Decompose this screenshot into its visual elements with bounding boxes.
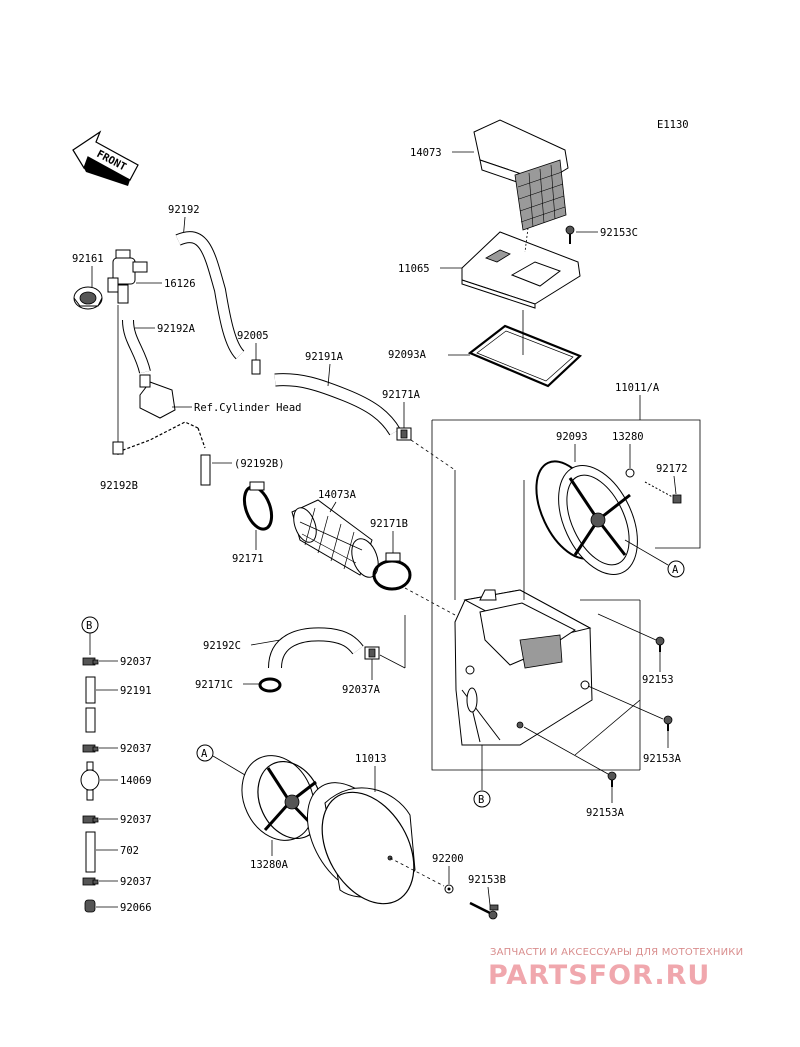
part-92171c-clip	[258, 677, 282, 693]
callout-a-right: A	[672, 564, 679, 576]
part-92200-washer	[444, 884, 454, 894]
label-92153b: 92153B	[468, 874, 506, 886]
part-11065-plate	[461, 231, 581, 309]
legend-14069-filter-icon	[80, 761, 100, 801]
label-92161: 92161	[72, 253, 104, 265]
label-92093a: 92093A	[388, 349, 427, 361]
watermark-logo: PARTSFOR.RU	[488, 960, 711, 991]
label-11065: 11065	[398, 263, 430, 275]
part-92172-screw	[644, 481, 682, 504]
label-92153a-2: 92153A	[586, 807, 625, 819]
label-92153: 92153	[642, 674, 674, 686]
label-13280: 13280	[612, 431, 644, 443]
callout-b-bottom: B	[478, 794, 484, 806]
legend-92191-hose-icon-2	[85, 707, 96, 733]
label-14073: 14073	[410, 147, 442, 159]
part-cylinder-fitting	[139, 374, 176, 419]
legend-label-1: 92037	[120, 656, 152, 668]
label-92192b-paren: (92192B)	[234, 458, 285, 470]
part-92192a-hose	[122, 319, 151, 374]
legend-92037-clip-icon-2	[82, 744, 99, 753]
legend-label-7: 92037	[120, 876, 152, 888]
part-16126-valve	[107, 249, 148, 304]
part-92153c-screw	[565, 225, 575, 244]
label-92171: 92171	[232, 553, 264, 565]
front-arrow-icon: FRONT	[72, 130, 139, 186]
part-92153a-screw-1	[663, 715, 673, 731]
label-92191a: 92191A	[305, 351, 344, 363]
part-92171b-clamp	[372, 552, 412, 591]
part-92192b-hose	[112, 421, 211, 486]
label-14073a: 14073A	[318, 489, 357, 501]
label-92200: 92200	[432, 853, 464, 865]
legend-92037-clip-icon-1	[82, 657, 99, 666]
legend-702-hose-icon	[85, 831, 96, 873]
watermark-tagline: ЗАПЧАСТИ И АКСЕССУАРЫ ДЛЯ МОТОТЕХНИКИ	[490, 947, 744, 958]
legend-label-5: 92037	[120, 814, 152, 826]
label-92153a-1: 92153A	[643, 753, 682, 765]
legend-label-8: 92066	[120, 902, 152, 914]
label-92037a: 92037A	[342, 684, 381, 696]
part-92153-screw	[655, 636, 665, 652]
part-air-box	[454, 589, 593, 746]
legend-label-6: 702	[120, 845, 139, 857]
part-92191a-hose	[274, 373, 401, 436]
part-92171a-clip	[396, 427, 412, 441]
legend-label-2: 92191	[120, 685, 152, 697]
label-92171b: 92171B	[370, 518, 408, 530]
part-92037a-clip	[364, 646, 380, 660]
label-92171a: 92171A	[382, 389, 421, 401]
diagram-code: E1130	[657, 119, 689, 131]
label-92153c: 92153C	[600, 227, 638, 239]
label-11013: 11013	[355, 753, 387, 765]
label-92171c: 92171C	[195, 679, 233, 691]
part-14073-element	[473, 119, 569, 231]
legend-92037-clip-icon-3	[82, 815, 99, 824]
part-92192-hose	[175, 231, 245, 360]
legend-label-3: 92037	[120, 743, 152, 755]
part-92171-clamp	[242, 481, 274, 531]
legend-92037-clip-icon-4	[82, 877, 99, 886]
label-92192a: 92192A	[157, 323, 196, 335]
part-14073a-duct	[291, 499, 379, 578]
part-13280-cage	[558, 465, 638, 575]
label-16126: 16126	[164, 278, 196, 290]
label-ref-cylinder-head: Ref.Cylinder Head	[194, 402, 301, 414]
part-92192c-hose	[268, 627, 364, 669]
legend-92066-plug-icon	[84, 899, 96, 913]
part-11013-filter	[306, 782, 416, 905]
label-92005: 92005	[237, 330, 269, 342]
label-92192c: 92192C	[203, 640, 241, 652]
part-92005-fitting	[251, 359, 261, 375]
part-92093a-gasket	[467, 324, 583, 388]
label-92093: 92093	[556, 431, 588, 443]
label-13280a: 13280A	[250, 859, 289, 871]
label-92192b: 92192B	[100, 480, 138, 492]
callout-a-left: A	[201, 748, 208, 760]
label-11011a: 11011/A	[615, 382, 660, 394]
part-92161-cap	[73, 286, 103, 310]
legend-92191-hose-icon	[85, 676, 96, 704]
legend-label-4: 14069	[120, 775, 152, 787]
part-92153a-screw-2	[607, 771, 617, 787]
callout-b-left: B	[86, 620, 92, 632]
part-92153b-bolt	[469, 901, 499, 920]
label-92172: 92172	[656, 463, 688, 475]
label-92192: 92192	[168, 204, 200, 216]
